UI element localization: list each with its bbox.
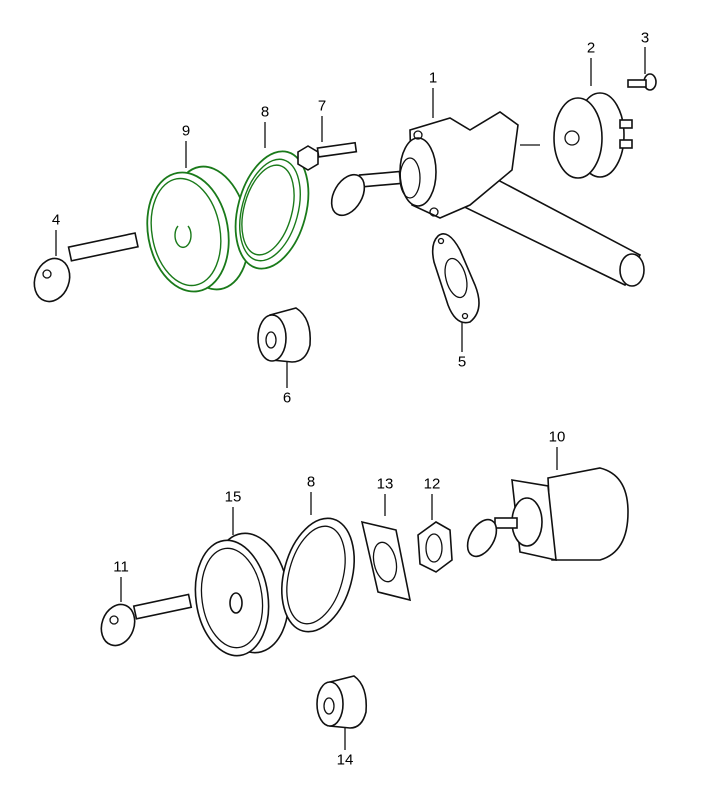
part-8-seal-ring-lower[interactable] [270, 510, 366, 640]
part-9-cover-cap[interactable] [138, 160, 258, 298]
callout-13[interactable]: 13 [376, 475, 394, 493]
part-5-gasket[interactable] [431, 233, 480, 324]
callout-4[interactable]: 4 [51, 211, 61, 229]
callout-5[interactable]: 5 [457, 353, 467, 371]
part-2-ignition-switch[interactable] [553, 92, 633, 179]
callout-7[interactable]: 7 [317, 97, 327, 115]
part-7-bolt[interactable] [297, 141, 358, 171]
leader-lines [55, 47, 646, 750]
callout-15[interactable]: 15 [224, 488, 242, 506]
callout-1[interactable]: 1 [428, 69, 438, 87]
callout-8-lower[interactable]: 8 [306, 473, 316, 491]
part-4-key[interactable] [29, 232, 139, 306]
part-1-lock-housing[interactable] [325, 111, 645, 287]
callout-14[interactable]: 14 [336, 751, 354, 769]
callout-8-upper[interactable]: 8 [260, 103, 270, 121]
part-11-key[interactable] [96, 593, 193, 650]
part-12-nut[interactable] [417, 521, 453, 573]
callout-3[interactable]: 3 [640, 29, 650, 47]
callout-12[interactable]: 12 [423, 475, 441, 493]
part-3-screw[interactable] [627, 73, 657, 91]
part-14-grommet[interactable] [316, 675, 368, 729]
part-15-cover-cap[interactable] [188, 528, 296, 660]
callout-9[interactable]: 9 [181, 122, 191, 140]
part-8-seal-ring[interactable] [224, 143, 321, 277]
part-10-lock-switch[interactable] [462, 467, 629, 562]
part-6-grommet[interactable] [257, 307, 312, 363]
part-13-plate[interactable] [360, 520, 412, 602]
callout-11[interactable]: 11 [113, 558, 129, 576]
callout-10[interactable]: 10 [548, 428, 566, 446]
callout-2[interactable]: 2 [586, 39, 596, 57]
callout-6[interactable]: 6 [282, 389, 292, 407]
